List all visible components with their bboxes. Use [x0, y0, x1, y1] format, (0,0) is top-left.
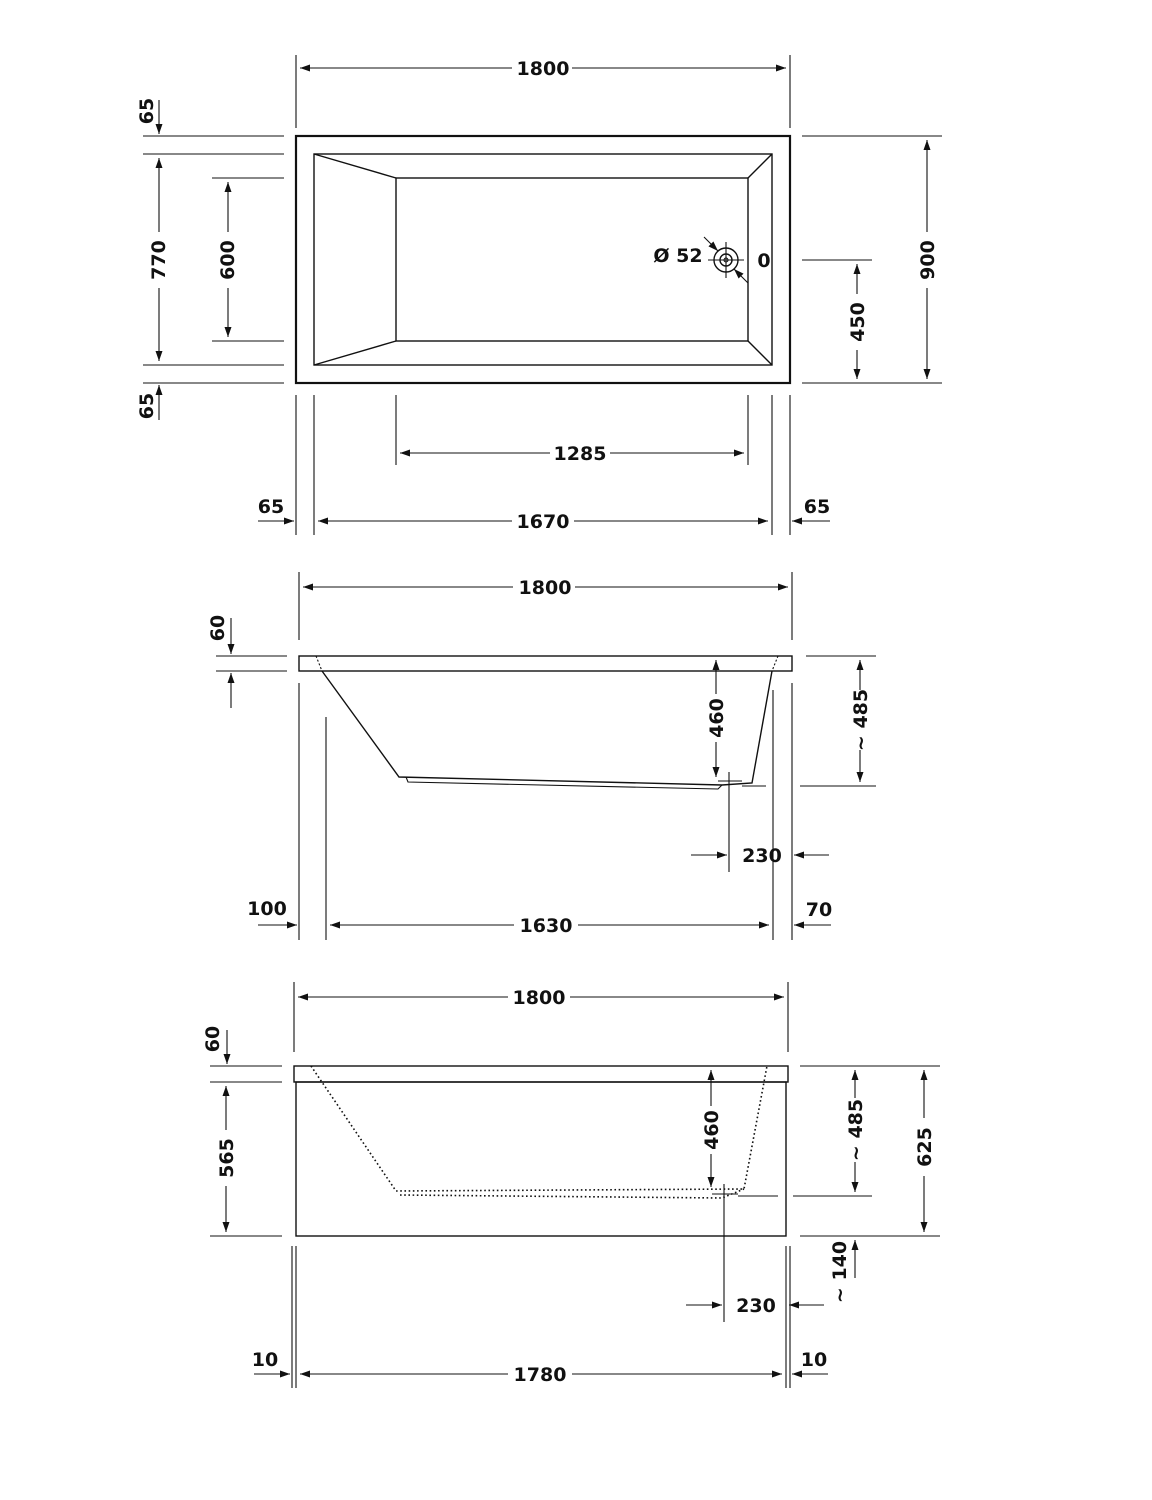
section-tub-profile [321, 670, 773, 786]
front-drain-height-label: ~ 140 [829, 1241, 851, 1303]
drain-symbol [703, 236, 749, 284]
plan-total-width-label: 900 [917, 240, 939, 280]
plan-rim-right-label: 65 [804, 496, 830, 518]
front-hidden-tub-profile [310, 1065, 768, 1192]
front-length-label: 1800 [513, 987, 566, 1009]
section-drain-distance-label: 230 [742, 845, 782, 867]
front-view: 1800 60 565 460 ~ 485 625 ~ [202, 982, 940, 1388]
front-rim [293, 1065, 789, 1083]
plan-inner-rim [313, 153, 773, 366]
drain-diameter-label: Ø 52 [653, 245, 702, 267]
section-left-offset-label: 100 [247, 898, 287, 920]
plan-outer-rim [294, 134, 792, 385]
plan-inner-length-label: 1670 [517, 511, 570, 533]
front-depth-label: 460 [701, 1110, 723, 1150]
plan-rim-top-label: 65 [136, 98, 158, 124]
front-drain-distance-label: 230 [736, 1295, 776, 1317]
section-view: 1800 60 460 ~ 485 230 100 [207, 572, 876, 940]
section-length-label: 1800 [519, 577, 572, 599]
front-left-offset-label: 10 [252, 1349, 278, 1371]
section-inner-length-label: 1630 [520, 915, 573, 937]
plan-floor [395, 177, 749, 342]
plan-view: Ø 52 0 1800 65 770 600 65 [136, 55, 942, 535]
front-right-offset-label: 10 [801, 1349, 827, 1371]
plan-rim-left-label: 65 [258, 496, 284, 518]
section-depth-label: 460 [706, 698, 728, 738]
section-right-offset-label: 70 [806, 899, 832, 921]
plan-length-label: 1800 [517, 58, 570, 80]
plan-floor-width-label: 600 [217, 240, 239, 280]
section-height-label: ~ 485 [850, 689, 872, 751]
plan-inner-width-label: 770 [148, 240, 170, 280]
plan-rim-bottom-label: 65 [136, 393, 158, 419]
plan-floor-length-label: 1285 [554, 443, 607, 465]
overflow-mark-label: 0 [757, 250, 770, 272]
front-panel [295, 1081, 787, 1237]
front-panel-height-label: 565 [216, 1138, 238, 1178]
front-height-label: ~ 485 [845, 1099, 867, 1161]
front-rim-thickness-label: 60 [202, 1026, 224, 1052]
section-rim [298, 655, 793, 672]
front-total-height-label: 625 [914, 1127, 936, 1167]
plan-drain-offset-label: 450 [847, 302, 869, 342]
section-rim-thickness-label: 60 [207, 615, 229, 641]
front-inner-length-label: 1780 [514, 1364, 567, 1386]
